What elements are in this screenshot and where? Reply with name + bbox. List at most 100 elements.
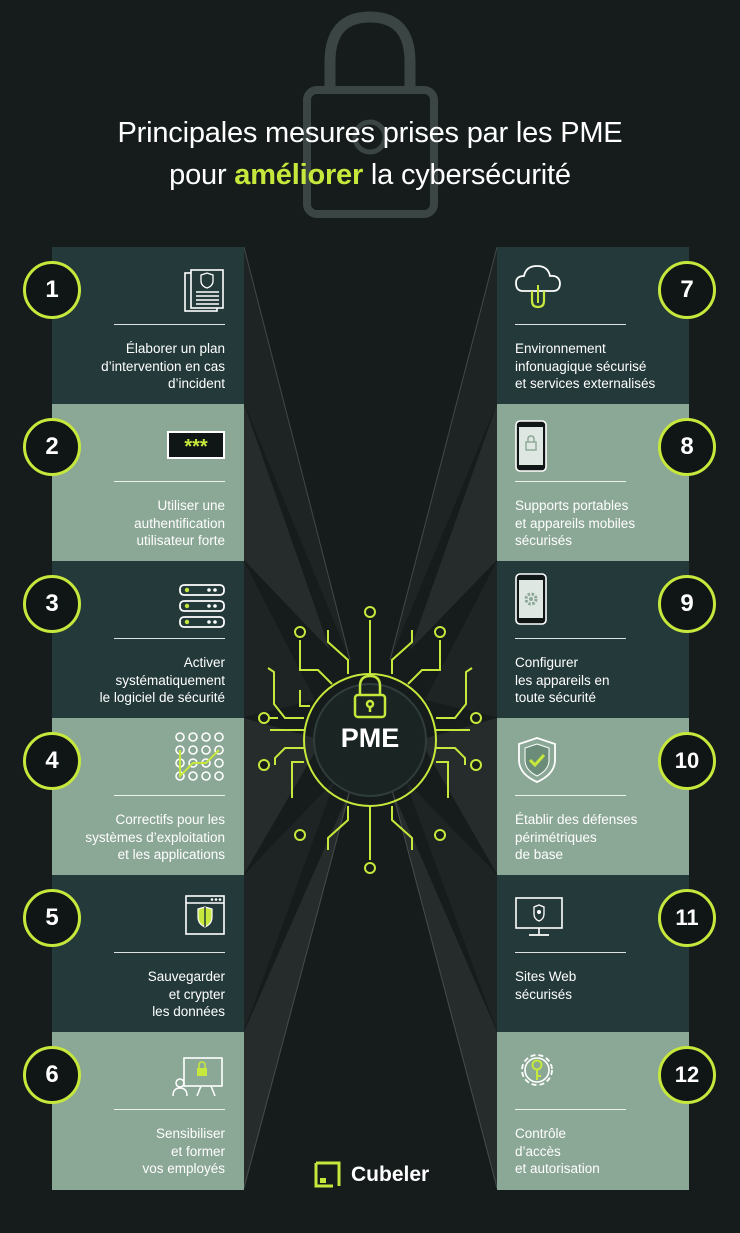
monitor-lock-icon	[515, 897, 563, 942]
measure-text-line: les données	[152, 1004, 225, 1019]
measure-text-line: Élaborer un plan	[125, 341, 225, 356]
measure-text-line: et crypter	[168, 986, 225, 1002]
measure-card-5: Sauvegarder et crypter les données	[52, 875, 244, 1033]
measure-text-line: Utiliser une	[157, 498, 225, 513]
step-number-badge: 4	[23, 732, 81, 790]
measure-text-line: d’intervention en cas	[101, 358, 225, 374]
measure-text-line: Sauvegarder	[147, 969, 225, 984]
measure-card-12: Contrôle d’accès et autorisation	[497, 1032, 689, 1190]
card-divider	[114, 795, 225, 796]
measure-text-line: Supports portables	[515, 498, 629, 513]
server-stack-icon	[179, 583, 225, 634]
title-highlight: améliorer	[234, 159, 364, 191]
measure-text-line: toute sécurité	[515, 690, 597, 705]
card-divider	[114, 324, 225, 325]
measure-text-line: Environnement	[515, 341, 606, 356]
svg-text:***: ***	[184, 436, 208, 458]
measure-text: Élaborer un plan d’intervention en cas d’i…	[65, 340, 225, 393]
card-divider	[515, 1109, 626, 1110]
step-number-badge: 2	[23, 418, 81, 476]
measure-text: Environnement infonuagique sécurisé et ser…	[515, 340, 675, 393]
padlock-icon	[353, 674, 387, 719]
measure-card-4: Correctifs pour les systèmes d’exploitati…	[52, 718, 244, 876]
smartphone-gear-icon	[515, 573, 547, 630]
card-divider	[114, 952, 225, 953]
step-number-badge: 1	[23, 261, 81, 319]
measure-text-line: Contrôle	[515, 1126, 567, 1141]
card-divider	[114, 1109, 225, 1110]
title-line-2-start: pour	[169, 159, 235, 191]
measure-text-line: et former	[170, 1143, 225, 1159]
card-divider	[515, 795, 626, 796]
measure-text-line: authentification	[134, 515, 225, 531]
measure-text-line: et autorisation	[515, 1161, 600, 1176]
measure-text-line: d’accès	[515, 1143, 561, 1159]
pattern-lock-icon	[175, 732, 225, 787]
measure-card-1: Élaborer un plan d’intervention en cas d’i…	[52, 247, 244, 405]
password-field-icon: ***	[167, 424, 225, 469]
background-lock-icon	[303, 11, 438, 218]
measure-card-9: Configurer les appareils en toute sécurité	[497, 561, 689, 719]
step-number-badge: 12	[658, 1046, 716, 1104]
measure-text: Correctifs pour les systèmes d’exploitati…	[65, 811, 225, 864]
measure-text-line: infonuagique sécurisé	[515, 358, 647, 374]
measure-card-8: Supports portables et appareils mobiles sé…	[497, 404, 689, 562]
measure-text-line: Établir des défenses	[515, 812, 638, 827]
measure-text-line: Sites Web	[515, 969, 577, 984]
brand-name: Cubeler	[351, 1163, 430, 1186]
measure-text-line: et services externalisés	[515, 376, 656, 391]
card-divider	[515, 481, 626, 482]
card-divider	[114, 481, 225, 482]
gear-key-icon	[515, 1048, 559, 1097]
measure-text-line: Correctifs pour les	[115, 812, 225, 827]
measure-text-line: d’incident	[167, 376, 225, 391]
measure-text-line: et appareils mobiles	[515, 515, 636, 531]
measure-card-6: Sensibiliser et former vos employés	[52, 1032, 244, 1190]
step-number-badge: 9	[658, 575, 716, 633]
step-number-badge: 7	[658, 261, 716, 319]
title-line-1: Principales mesures prises par les PME	[117, 117, 623, 149]
smartphone-lock-icon	[515, 420, 547, 477]
cubeler-logo: Cubeler	[313, 1160, 443, 1192]
card-divider	[515, 324, 626, 325]
measure-card-7: Environnement infonuagique sécurisé et ser…	[497, 247, 689, 405]
step-number-badge: 3	[23, 575, 81, 633]
measure-text-line: et les applications	[117, 847, 225, 862]
page-title: Principales mesures prises par les PME p…	[0, 112, 740, 196]
cloud-lock-icon	[515, 263, 563, 316]
measure-text-line: Configurer	[515, 655, 579, 670]
measure-text-line: le logiciel de sécurité	[99, 690, 225, 705]
measure-text-line: systèmes d’exploitation	[85, 829, 225, 845]
step-number-badge: 5	[23, 889, 81, 947]
measure-card-11: Sites Web sécurisés	[497, 875, 689, 1033]
measure-text-line: vos employés	[142, 1161, 225, 1176]
title-line-2: pour améliorer la cybersécurité	[0, 154, 740, 196]
shield-check-icon	[515, 736, 559, 789]
measure-text-line: sécurisés	[515, 533, 573, 548]
measure-text-line: de base	[515, 847, 564, 862]
measure-text: Contrôle d’accès et autorisation	[515, 1125, 675, 1178]
card-divider	[515, 952, 626, 953]
measure-card-2: *** Utiliser une authentification utilisate…	[52, 404, 244, 562]
measure-text: Sauvegarder et crypter les données	[65, 968, 225, 1021]
step-number-badge: 6	[23, 1046, 81, 1104]
measure-text-line: les appareils en	[515, 672, 610, 688]
title-line-2-end: la cybersécurité	[363, 159, 571, 191]
cubeler-logo-icon	[314, 1161, 341, 1188]
measure-text-line: Sensibiliser	[155, 1126, 225, 1141]
measure-text: Sensibiliser et former vos employés	[65, 1125, 225, 1178]
measure-text: Configurer les appareils en toute sécurité	[515, 654, 675, 707]
step-number-badge: 11	[658, 889, 716, 947]
browser-shield-icon	[185, 895, 225, 940]
measure-text-line: utilisateur forte	[136, 533, 225, 548]
presentation-board-icon	[171, 1056, 225, 1103]
step-number-badge: 8	[658, 418, 716, 476]
document-shield-icon	[183, 269, 225, 318]
measure-text-line: sécurisés	[515, 986, 573, 1002]
measure-text-line: Activer	[183, 655, 225, 670]
